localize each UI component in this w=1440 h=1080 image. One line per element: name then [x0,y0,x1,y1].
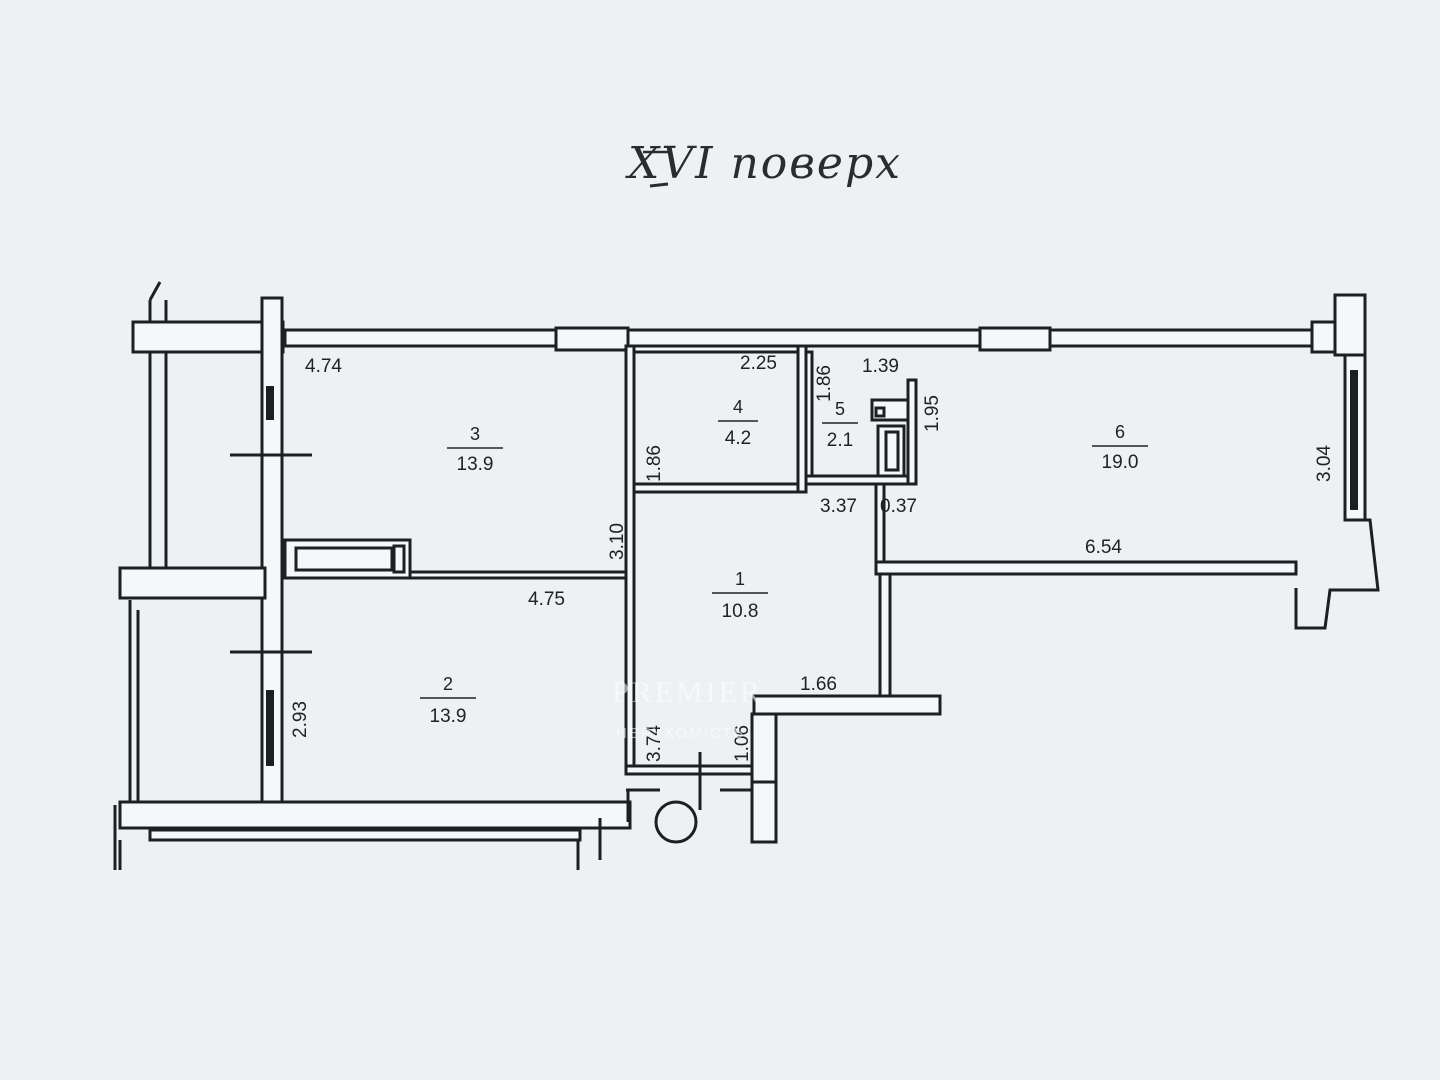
dim-room3-depth: 3.10 [607,523,628,560]
room-number: 2 [443,674,453,694]
dim-hall-niche: 1.66 [800,674,837,695]
interior-walls [283,344,1298,844]
dimension-labels: 4.74 3.10 4.75 2.93 2.25 1.86 1.39 1.86 … [290,353,1335,762]
room-area: 13.9 [430,706,467,727]
room-6: 6 19.0 [1092,422,1148,473]
room-number: 1 [735,569,745,589]
room-area: 19.0 [1102,452,1139,473]
room-1: 1 10.8 [712,569,768,622]
room-2: 2 13.9 [420,674,476,727]
dim-room2-depth: 2.93 [290,701,311,738]
dim-gap: 0.37 [880,496,917,517]
dim-room5-side: 1.95 [922,395,943,432]
room-area: 2.1 [827,430,853,451]
room-number: 5 [835,399,845,419]
dim-room3-width: 4.74 [305,356,342,377]
room-5: 5 2.1 [822,399,858,451]
room-number: 6 [1115,422,1125,442]
outer-walls [118,293,1380,870]
watermark: PREMIER НЕРУХОМІСТЬ [612,676,763,742]
dim-room4-depth: 1.86 [644,445,665,482]
dim-room6-depth: 3.04 [1314,445,1335,482]
watermark-subtitle: НЕРУХОМІСТЬ [616,725,745,742]
room-area: 13.9 [457,454,494,475]
room-number: 4 [733,397,743,417]
room-area: 4.2 [725,428,751,449]
floor-label-underline [649,182,669,188]
dim-hall-width: 3.37 [820,496,857,517]
dim-niche-depth: 1.06 [732,725,753,762]
watermark-brand: PREMIER [612,676,763,709]
dim-room4-width: 2.25 [740,353,777,374]
room-4: 4 4.2 [718,397,758,449]
dim-room6-width: 6.54 [1085,537,1122,558]
room-3: 3 13.9 [447,424,503,475]
dim-room2-width: 4.75 [528,589,565,610]
room-area: 10.8 [722,601,759,622]
dim-hall-depth: 3.74 [644,725,665,762]
floor-label: XVI поверх [625,138,902,189]
dim-room5-depth: 1.86 [814,365,835,402]
room-number: 3 [470,424,480,444]
dim-room5-width: 1.39 [862,356,899,377]
